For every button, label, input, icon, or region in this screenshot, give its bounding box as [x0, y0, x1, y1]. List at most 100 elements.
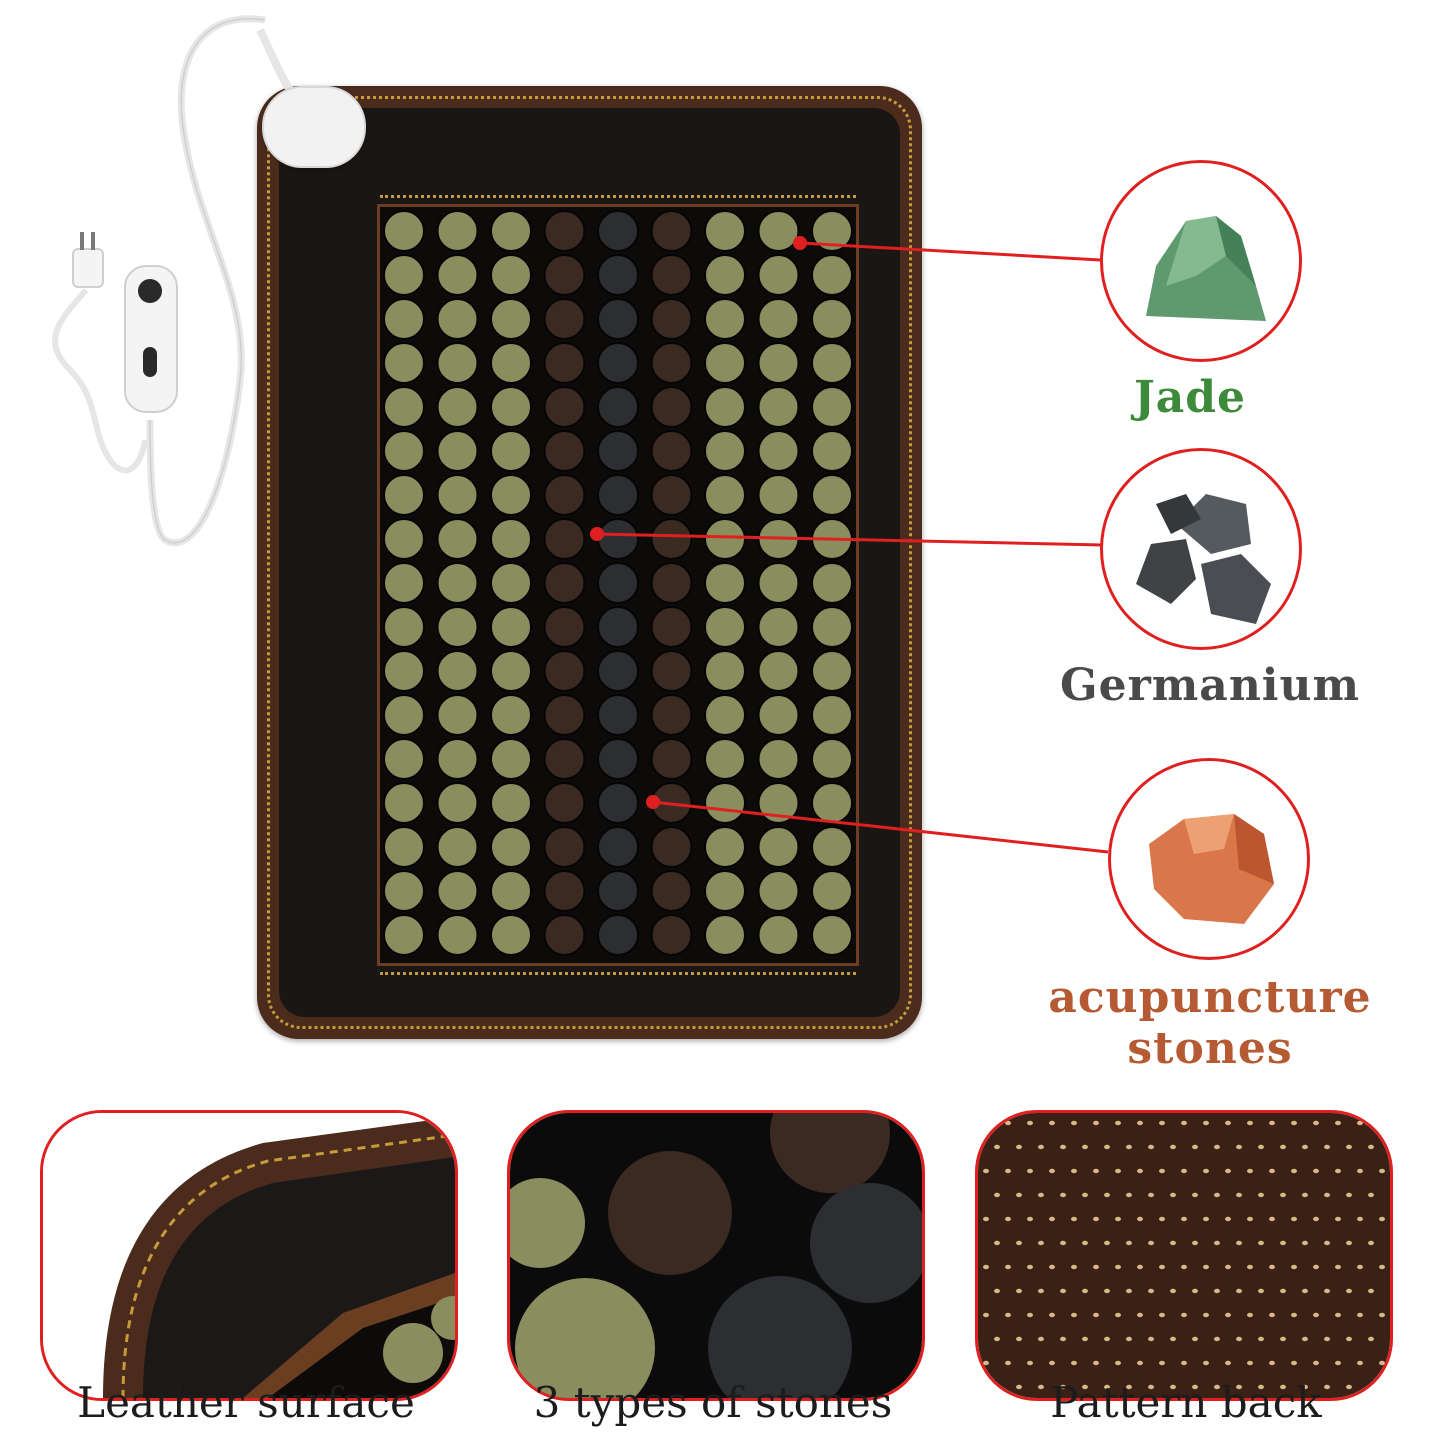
back-dot: [1236, 1384, 1242, 1390]
back-dot: [1093, 1216, 1099, 1222]
mat-stone: [490, 386, 532, 428]
mat-stone: [650, 474, 693, 516]
mat-stone: [490, 694, 532, 736]
mat-stone: [811, 826, 853, 868]
mat-stone: [490, 870, 532, 912]
back-dot: [1093, 1360, 1099, 1366]
back-dot: [1082, 1144, 1088, 1150]
mat-stone: [436, 914, 479, 956]
back-dot: [1016, 1288, 1022, 1294]
mat-stone: [383, 342, 425, 384]
back-dot: [1291, 1360, 1297, 1366]
back-dot: [1313, 1264, 1319, 1270]
back-dot: [1104, 1384, 1110, 1390]
mat-stone: [490, 562, 532, 604]
back-dot: [1379, 1168, 1385, 1174]
mat-stone: [436, 386, 479, 428]
back-dot: [1049, 1312, 1055, 1318]
back-dot: [1192, 1384, 1198, 1390]
back-dot: [1302, 1288, 1308, 1294]
stone-grid: [383, 210, 853, 956]
mat-stone: [811, 386, 853, 428]
mat-stone: [490, 210, 532, 252]
panel-stitch-bottom: [380, 972, 856, 975]
back-dot: [1280, 1144, 1286, 1150]
mat-stone: [757, 342, 800, 384]
back-dot: [1225, 1168, 1231, 1174]
back-dot: [983, 1120, 989, 1126]
back-dot: [1291, 1264, 1297, 1270]
back-dot: [983, 1312, 989, 1318]
mat-stone: [597, 870, 639, 912]
mat-stone: [597, 694, 639, 736]
mat-stone: [543, 782, 586, 824]
back-dot: [1115, 1120, 1121, 1126]
stone-types-detail: [507, 1110, 925, 1401]
back-dot: [1313, 1216, 1319, 1222]
back-dot: [1236, 1336, 1242, 1342]
mat-stone: [436, 210, 479, 252]
timer-dial-icon: [138, 279, 162, 303]
mat-stone: [704, 650, 746, 692]
mat-stone: [543, 474, 586, 516]
mat-stone: [704, 870, 746, 912]
back-dot: [1126, 1336, 1132, 1342]
back-dot: [1170, 1288, 1176, 1294]
mat-stone: [650, 518, 693, 560]
mat-stone: [543, 430, 586, 472]
mat-stone: [383, 386, 425, 428]
back-dot: [1192, 1240, 1198, 1246]
back-dot: [1357, 1216, 1363, 1222]
back-dot: [1104, 1336, 1110, 1342]
jade-stone-circle: [1100, 160, 1302, 362]
back-dot: [1027, 1168, 1033, 1174]
mat-stone: [543, 826, 586, 868]
back-dot: [983, 1360, 989, 1366]
back-dot: [994, 1288, 1000, 1294]
germanium-stone-icon: [1136, 494, 1271, 624]
acupuncture-stone-icon: [1149, 814, 1274, 924]
back-dot: [1126, 1144, 1132, 1150]
back-dot: [1104, 1192, 1110, 1198]
mat-stone: [704, 518, 746, 560]
back-dot: [1137, 1120, 1143, 1126]
mat-stone: [704, 386, 746, 428]
back-dot: [1137, 1168, 1143, 1174]
back-dot: [1269, 1216, 1275, 1222]
back-dot: [1071, 1216, 1077, 1222]
mat-stone: [543, 518, 586, 560]
back-dot: [1159, 1312, 1165, 1318]
mat-stone: [650, 298, 693, 340]
mat-stone: [436, 254, 479, 296]
back-dot: [1236, 1240, 1242, 1246]
mat-stone: [597, 386, 639, 428]
back-dot: [1115, 1360, 1121, 1366]
back-dot: [1258, 1240, 1264, 1246]
back-dot: [983, 1168, 989, 1174]
back-dot: [1093, 1168, 1099, 1174]
jade-label: Jade: [1133, 372, 1247, 423]
back-dot: [1071, 1360, 1077, 1366]
back-dot: [1357, 1312, 1363, 1318]
mat-stone: [597, 298, 639, 340]
back-dot: [1170, 1240, 1176, 1246]
back-dot: [1060, 1336, 1066, 1342]
back-dot: [1126, 1288, 1132, 1294]
mat-stone: [490, 914, 532, 956]
mat-stone: [811, 298, 853, 340]
back-dot: [1016, 1144, 1022, 1150]
back-dot: [1302, 1336, 1308, 1342]
pattern-back-label: Pattern back: [1050, 1378, 1322, 1427]
mat-stone: [757, 606, 800, 648]
back-dot: [1379, 1360, 1385, 1366]
back-dot: [1115, 1312, 1121, 1318]
temperature-controller: [124, 265, 178, 413]
back-dot: [1170, 1144, 1176, 1150]
mat-stone: [490, 782, 532, 824]
back-dot: [1258, 1192, 1264, 1198]
back-dot: [1324, 1144, 1330, 1150]
back-dot: [1137, 1264, 1143, 1270]
back-dot: [1038, 1288, 1044, 1294]
mat-stone: [757, 562, 800, 604]
mat-stone: [543, 738, 586, 780]
